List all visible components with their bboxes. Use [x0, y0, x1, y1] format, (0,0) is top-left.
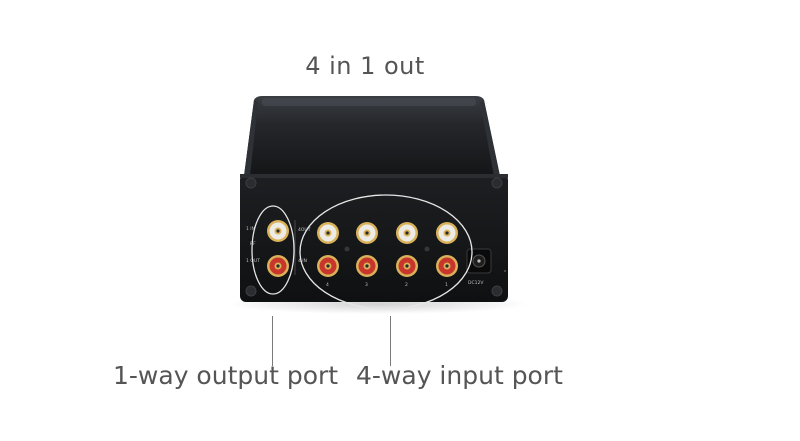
channel-number-2: 2	[405, 282, 408, 288]
input-jack-red	[436, 255, 458, 277]
dust-dot	[504, 270, 506, 272]
input-jack-white	[356, 222, 378, 244]
output-port-caption: 1-way output port	[113, 361, 339, 390]
panel-edge	[240, 174, 508, 178]
input-port-caption: 4-way input port	[356, 361, 563, 390]
screw-icon	[245, 177, 503, 297]
input-jack-red	[396, 255, 418, 277]
ground-screw-icon	[344, 246, 430, 252]
input-jack-white	[317, 222, 339, 244]
housing-top-highlight	[262, 98, 476, 106]
label-4-in: 4 IN	[298, 258, 307, 264]
channel-number-3: 3	[365, 282, 368, 288]
housing-rail-right	[480, 100, 500, 176]
output-jack-white	[267, 220, 289, 242]
product-title: 4 in 1 out	[305, 52, 425, 80]
input-jack-red	[317, 255, 339, 277]
label-4-out: 4OUT	[298, 227, 311, 233]
channel-number-1: 1	[445, 282, 448, 288]
housing-top	[244, 96, 500, 176]
input-jack-red	[356, 255, 378, 277]
housing-rail-left	[244, 100, 258, 176]
channel-number-4: 4	[326, 282, 329, 288]
output-jack-red	[267, 255, 289, 277]
input-jack-white	[436, 222, 458, 244]
output-callout-line	[272, 316, 273, 366]
dc-power-jack	[466, 248, 492, 274]
label-rf: RF	[250, 241, 256, 247]
input-jack-white	[396, 222, 418, 244]
input-jacks-white	[317, 222, 458, 244]
input-callout-line	[390, 316, 391, 366]
label-1-in: 1 IN	[246, 226, 255, 232]
output-port-highlight	[251, 205, 295, 295]
input-jacks-red	[317, 255, 458, 277]
input-port-highlight	[299, 194, 473, 310]
power-label: DC12V	[468, 280, 484, 286]
